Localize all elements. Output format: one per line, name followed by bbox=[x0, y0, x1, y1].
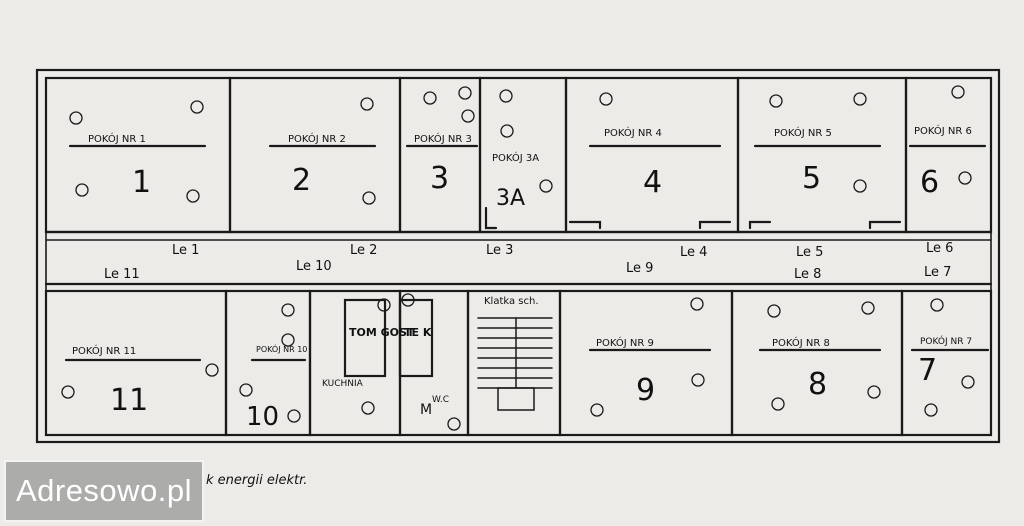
room-number: 7 bbox=[918, 353, 937, 388]
room-title: POKÓJ NR 10 bbox=[256, 343, 307, 354]
corridor-label: Le 6 bbox=[926, 241, 953, 256]
utility-label: TOM GOST bbox=[349, 326, 415, 339]
corridor-label: Le 8 bbox=[794, 267, 821, 282]
watermark-text: Adresowo.pl bbox=[15, 473, 193, 508]
room-number: 4 bbox=[643, 165, 662, 200]
room-title: POKÓJ NR 1 bbox=[88, 132, 146, 145]
room-number: 11 bbox=[110, 383, 148, 418]
utility-labels: TOM GOST TE K bbox=[349, 326, 432, 339]
room-title: POKÓJ NR 6 bbox=[914, 124, 972, 137]
legend-fragment: k energii elektr. bbox=[206, 473, 307, 488]
room-number: 9 bbox=[636, 373, 655, 408]
room-title: POKÓJ 3A bbox=[492, 151, 539, 164]
corridor-label: Le 10 bbox=[296, 259, 332, 274]
corridor-label: Le 1 bbox=[172, 243, 199, 258]
room-title: POKÓJ NR 3 bbox=[414, 132, 472, 145]
corridor-label: Le 5 bbox=[796, 245, 823, 260]
room-number: 1 bbox=[132, 165, 151, 200]
corridor-labels: Le 1 Le 2 Le 3 Le 4 Le 5 Le 6 Le 11 Le 1… bbox=[104, 241, 953, 282]
room-title: POKÓJ NR 2 bbox=[288, 132, 346, 145]
room-number: 3 bbox=[430, 161, 449, 196]
corridor-label: Le 7 bbox=[924, 265, 951, 280]
room-number: M bbox=[420, 402, 432, 418]
room-title: Klatka sch. bbox=[484, 296, 539, 307]
corridor-label: Le 11 bbox=[104, 267, 140, 282]
room-title: POKÓJ NR 7 bbox=[920, 335, 972, 347]
room-7-outline bbox=[900, 289, 993, 437]
room-number: 10 bbox=[246, 402, 279, 432]
room-title: POKÓJ NR 4 bbox=[604, 126, 662, 139]
corridor-label: Le 4 bbox=[680, 245, 707, 260]
socket-markers bbox=[61, 85, 975, 431]
room-number: 3A bbox=[496, 186, 525, 211]
room-number: 8 bbox=[808, 367, 827, 402]
room-title: POKÓJ NR 8 bbox=[772, 336, 830, 349]
room-number: 2 bbox=[292, 163, 311, 198]
watermark: Adresowo.pl bbox=[4, 460, 204, 522]
room-title: POKÓJ NR 11 bbox=[72, 344, 136, 357]
room-number: 5 bbox=[802, 161, 821, 196]
corridor-label: Le 3 bbox=[486, 243, 513, 258]
room-title: W.C bbox=[432, 395, 449, 405]
utility-label: TE K bbox=[404, 326, 432, 339]
room-numbers: 1 2 3 3A 4 5 6 11 10 M 9 8 7 bbox=[110, 161, 939, 432]
room-title: POKÓJ NR 5 bbox=[774, 126, 832, 139]
room-title: KUCHNIA bbox=[322, 379, 364, 389]
corridor-label: Le 2 bbox=[350, 243, 377, 258]
corridor-label: Le 9 bbox=[626, 261, 653, 276]
room-number: 6 bbox=[920, 165, 939, 200]
room-title: POKÓJ NR 9 bbox=[596, 336, 654, 349]
building-outline bbox=[35, 68, 1001, 444]
room-titles: POKÓJ NR 1 POKÓJ NR 2 POKÓJ NR 3 POKÓJ 3… bbox=[72, 124, 972, 405]
